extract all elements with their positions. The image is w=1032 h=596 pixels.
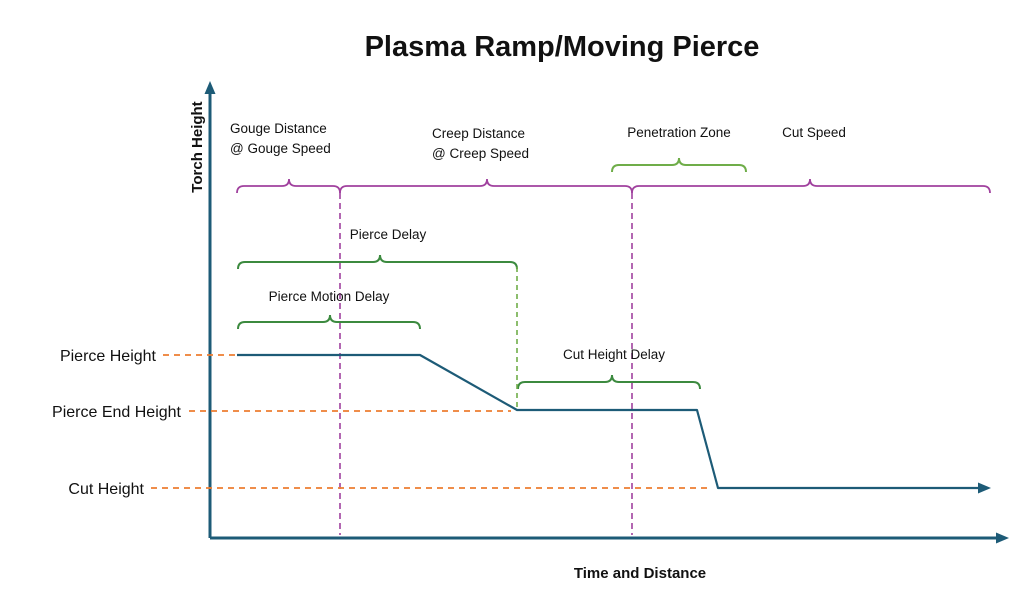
y-axis xyxy=(204,81,216,538)
pierce-motion-delay-label: Pierce Motion Delay xyxy=(269,289,390,304)
pierce-motion-delay-brace xyxy=(237,314,421,330)
cut-height-delay-brace xyxy=(517,374,701,390)
x-axis xyxy=(210,532,1009,544)
x-axis-label: Time and Distance xyxy=(574,565,706,582)
pierce-end-height-label: Pierce End Height xyxy=(52,404,182,421)
cut-speed-label: Cut Speed xyxy=(782,125,846,140)
creep-distance-brace xyxy=(339,178,633,194)
penetration-zone-label: Penetration Zone xyxy=(627,125,731,140)
penetration-zone-brace xyxy=(611,157,747,173)
page-title: Plasma Ramp/Moving Pierce xyxy=(365,31,760,63)
creep-distance-label-line1: Creep Distance xyxy=(432,126,525,141)
y-axis-arrow-icon xyxy=(204,81,216,94)
x-axis-arrow-icon xyxy=(996,532,1009,544)
y-axis-label: Torch Height xyxy=(189,101,206,192)
creep-distance-label-line2: @ Creep Speed xyxy=(432,146,529,161)
gouge-distance-label-line1: Gouge Distance xyxy=(230,121,327,136)
cut-speed-brace xyxy=(631,178,991,194)
cut-height-label: Cut Height xyxy=(68,481,144,498)
pierce-delay-brace xyxy=(237,254,518,270)
gouge-distance-brace xyxy=(236,178,341,194)
profile-arrow-icon xyxy=(978,482,991,494)
torch-height-profile xyxy=(237,353,991,494)
pierce-delay-label: Pierce Delay xyxy=(350,227,427,242)
cut-height-delay-label: Cut Height Delay xyxy=(563,347,665,362)
pierce-height-label: Pierce Height xyxy=(60,348,157,365)
gouge-distance-label-line2: @ Gouge Speed xyxy=(230,141,331,156)
